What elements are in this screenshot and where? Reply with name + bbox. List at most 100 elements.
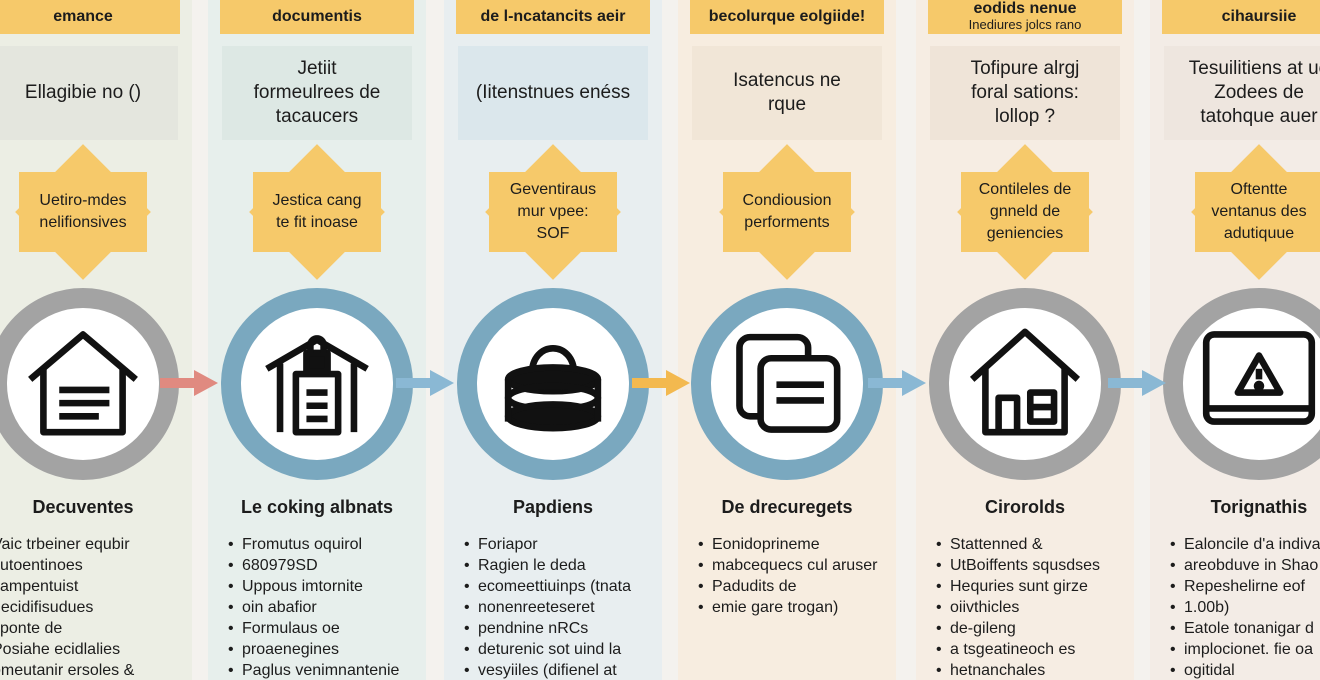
diamond-label: Contileles de gnneld de geniencies (961, 172, 1089, 252)
stack-bag-icon (487, 316, 619, 453)
bullet-list: Fromutus oquirol680979SDUppous imtornite… (226, 534, 420, 680)
icon-ring (221, 288, 413, 480)
bullet-item: ogitidal (1168, 660, 1320, 680)
banner-line: de l-ncatancits aeir (480, 8, 626, 25)
bullet-item: Hequries sunt girze (934, 576, 1128, 597)
house-window-icon (959, 316, 1091, 453)
bullet-item: Repeshelirne eof (1168, 576, 1320, 597)
bullet-item: ecomeettiuinps (tnata (462, 576, 656, 597)
question-box: Tofipure alrgj foral sations: lollop ? (930, 46, 1120, 140)
bullet-list: Eonidoprinememabcequecs cul aruserPadudi… (696, 534, 890, 618)
column-title: Decuventes (32, 497, 134, 517)
question-box: Tesuilitiens at ue Zodees de tatohque au… (1164, 46, 1320, 140)
column-banner: documentis (220, 0, 414, 34)
bullet-item: decidifisudues (0, 599, 94, 616)
bullet-item: Eonidoprineme (696, 534, 890, 555)
bullet-item: Formulaus oe (226, 618, 420, 639)
bullet-item: implocionet. fie oa (1168, 639, 1320, 660)
column-title: Papdiens (512, 497, 594, 517)
bullet-item: proaenegines (226, 639, 420, 660)
column-banner: de l-ncatancits aeir (456, 0, 650, 34)
decision-diamond: Uetiro-mdes nelifionsives (0, 144, 192, 280)
bullet-item: UtBoiffents squsdses (934, 555, 1128, 576)
banner-line: documentis (272, 8, 362, 25)
decision-diamond: Jestica cang te fit inoase (208, 144, 426, 280)
flow-arrow-icon (396, 368, 456, 398)
bullet-list: ForiaporRagien le dedaecomeettiuinps (tn… (462, 534, 656, 680)
bullet-item: Ealoncile d'a indival (1168, 534, 1320, 555)
bullet-item: Ragien le deda (462, 555, 656, 576)
icon-ring (457, 288, 649, 480)
bullet-item: hetnanchales (934, 660, 1128, 680)
question-box: Isatencus ne rque (692, 46, 882, 140)
house-document-icon (17, 316, 149, 453)
bullet-item: Paglus venimnantenie (226, 660, 420, 680)
documents-icon (721, 316, 853, 453)
bullet-item: Foriapor (462, 534, 656, 555)
column-banner: emance (0, 0, 180, 34)
bullet-item: Fromutus oquirol (226, 534, 420, 555)
bullet-item: mabcequecs cul aruser (696, 555, 890, 576)
decision-diamond: Geventiraus mur vpee: SOF (444, 144, 662, 280)
column-title: Cirorolds (984, 497, 1065, 517)
bullet-item: nonenreeteseret (462, 597, 656, 618)
column-title: De drecuregets (721, 497, 853, 517)
diamond-label: Condiousion performents (723, 172, 851, 252)
bullet-list: Stattenned &UtBoiffents squsdsesHequries… (934, 534, 1128, 680)
bullet-item: vesyiiles (difienel at (462, 660, 656, 680)
decision-diamond: Contileles de gnneld de geniencies (916, 144, 1134, 280)
bullet-item: Uppous imtornite (226, 576, 420, 597)
bullet-item: Posiahe ecidlalies (0, 641, 121, 658)
flow-arrow-icon (868, 368, 928, 398)
warning-monitor-icon (1193, 316, 1320, 453)
column-banner: becolurque eolgiide! (690, 0, 884, 34)
icon-ring (0, 288, 179, 480)
question-box: Jetiit formeulrees de tacaucers (222, 46, 412, 140)
bullet-item: emie gare trogan) (696, 597, 890, 618)
bullet-item: sutoentinoes (0, 557, 83, 574)
column-title: Torignathis (1210, 497, 1308, 517)
house-lock-icon (251, 316, 383, 453)
bullet-item: a tsgeatineoch es (934, 639, 1128, 660)
question-box: Ellagibie no () (0, 46, 178, 140)
bullet-item: Padudits de (696, 576, 890, 597)
bullet-item: 680979SD (226, 555, 420, 576)
bullet-item: 1.00b) (1168, 597, 1320, 618)
banner-line: cihaursiie (1221, 8, 1297, 25)
bullet-item: Stattenned & (934, 534, 1128, 555)
decision-diamond: Oftentte ventanus des adutiquue (1150, 144, 1320, 280)
flow-arrow-icon (632, 368, 692, 398)
column-banner: cihaursiie (1162, 0, 1320, 34)
bullet-item: oiivthicles (934, 597, 1128, 618)
banner-line: Inediures jolcs rano (968, 17, 1082, 32)
banner-line: eodids nenue (973, 0, 1077, 17)
bullet-item: Vaic trbeiner equbir (0, 536, 130, 553)
flow-arrow-icon (1108, 368, 1168, 398)
icon-ring (691, 288, 883, 480)
bullet-item: campentuist (0, 578, 79, 595)
banner-line: emance (53, 8, 113, 25)
bullet-list: Ealoncile d'a indivalareobduve in ShaoRe… (1168, 534, 1320, 680)
column-title: Le coking albnats (240, 497, 394, 517)
bullet-item: deturenic sot uind la (462, 639, 656, 660)
diamond-label: Geventiraus mur vpee: SOF (489, 172, 617, 252)
bullet-item: Eatole tonanigar d (1168, 618, 1320, 639)
bullet-item: areobduve in Shao (1168, 555, 1320, 576)
icon-ring (929, 288, 1121, 480)
diamond-label: Oftentte ventanus des adutiquue (1195, 172, 1320, 252)
bullet-item: de-gileng (934, 618, 1128, 639)
flow-arrow-icon (160, 368, 220, 398)
question-box: (Iitenstnues enéss (458, 46, 648, 140)
bullet-list: Vaic trbeiner equbir sutoentinoes campentu… (0, 534, 186, 680)
bullet-item: oin abafior (226, 597, 420, 618)
decision-diamond: Condiousion performents (678, 144, 896, 280)
diamond-label: Uetiro-mdes nelifionsives (19, 172, 147, 252)
